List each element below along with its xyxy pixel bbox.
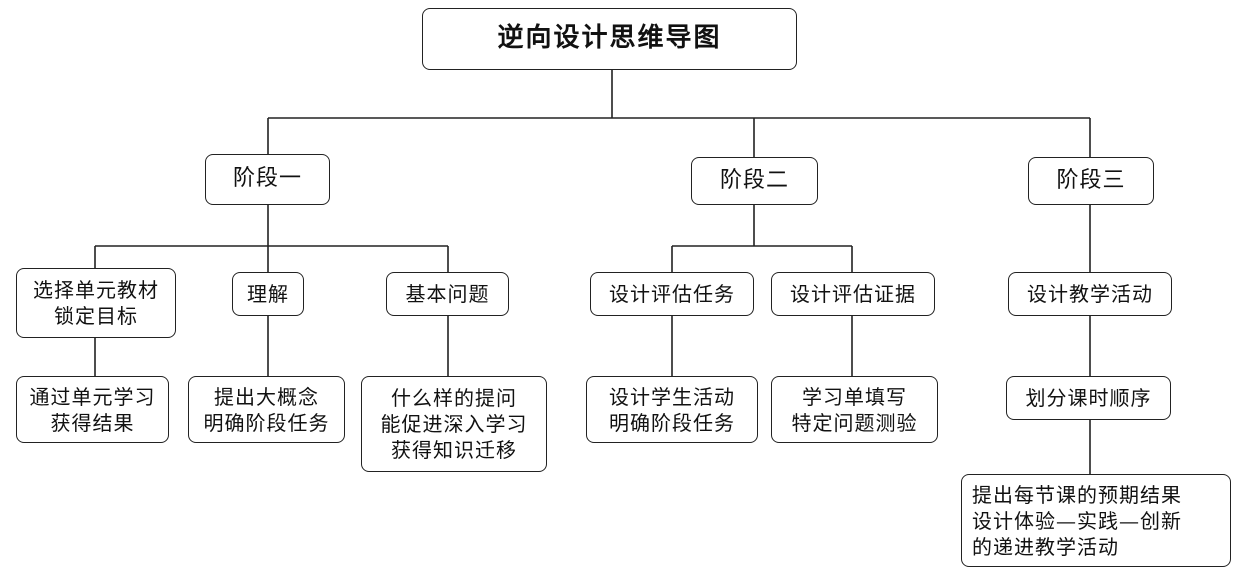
branch-design-evidence-node: 设计评估证据 [771,272,935,316]
detail-expected-results-line-3: 的递进教学活动 [972,534,1119,559]
detail-learning-results-line-2: 获得结果 [50,410,135,435]
detail-big-concept-line-2: 明确阶段任务 [203,410,330,435]
detail-student-activities-line-1: 设计学生活动 [609,384,735,409]
detail-big-concept-node: 提出大概念 明确阶段任务 [188,376,345,443]
root-title: 逆向设计思维导图 [497,23,722,54]
branch-design-evidence-label: 设计评估证据 [790,282,916,306]
detail-lesson-order-label: 划分课时顺序 [1025,386,1152,410]
branch-design-task-node: 设计评估任务 [590,272,754,316]
detail-questioning-line-2: 能促进深入学习 [380,412,528,436]
branch-design-task-label: 设计评估任务 [609,282,735,306]
root-node: 逆向设计思维导图 [422,8,797,70]
stage-three-label: 阶段三 [1056,167,1126,193]
detail-worksheet-node: 学习单填写 特定问题测验 [771,376,938,443]
branch-understanding-label: 理解 [247,282,289,306]
branch-essential-questions-node: 基本问题 [386,272,509,316]
detail-learning-results-line-1: 通过单元学习 [29,384,156,409]
detail-questioning-node: 什么样的提问 能促进深入学习 获得知识迁移 [361,376,547,472]
branch-essential-questions-label: 基本问题 [405,282,490,306]
stage-one-node: 阶段一 [205,154,330,205]
branch-select-unit-node: 选择单元教材 锁定目标 [16,268,176,338]
stage-two-node: 阶段二 [691,157,818,205]
detail-big-concept-line-1: 提出大概念 [214,384,319,409]
stage-three-node: 阶段三 [1028,157,1154,205]
detail-worksheet-line-2: 特定问题测验 [791,410,918,435]
detail-questioning-line-3: 获得知识迁移 [391,438,517,462]
branch-design-activities-label: 设计教学活动 [1027,282,1153,306]
detail-student-activities-node: 设计学生活动 明确阶段任务 [586,376,758,443]
detail-expected-results-line-1: 提出每节课的预期结果 [972,482,1182,507]
branch-select-unit-line-2: 锁定目标 [54,304,138,328]
branch-understanding-node: 理解 [232,272,304,316]
detail-student-activities-line-2: 明确阶段任务 [609,410,735,435]
branch-design-activities-node: 设计教学活动 [1008,272,1172,316]
detail-expected-results-node: 提出每节课的预期结果 设计体验—实践—创新 的递进教学活动 [961,474,1231,567]
detail-worksheet-line-1: 学习单填写 [802,384,907,409]
stage-one-label: 阶段一 [232,166,302,192]
detail-lesson-order-node: 划分课时顺序 [1006,376,1171,420]
branch-select-unit-line-1: 选择单元教材 [33,278,159,302]
detail-expected-results-line-2: 设计体验—实践—创新 [972,508,1182,533]
stage-two-label: 阶段二 [719,167,789,193]
detail-questioning-line-1: 什么样的提问 [391,386,517,410]
detail-learning-results-node: 通过单元学习 获得结果 [16,376,169,443]
